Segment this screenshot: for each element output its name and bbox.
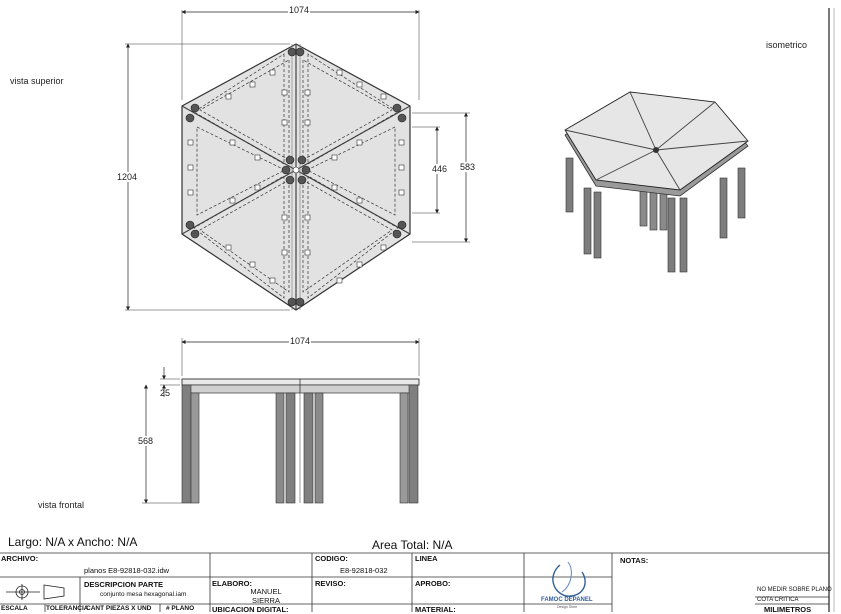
ubicacion-header: UBICACION DIGITAL: (212, 605, 289, 614)
archivo-value: planos E8-92818-032.idw (84, 566, 170, 575)
codigo-header: CODIGO: (315, 554, 348, 563)
title-block (0, 552, 829, 612)
reviso-header: REVISO: (315, 579, 346, 588)
dim-front-top: 25 (160, 388, 171, 398)
famoc-logo (552, 561, 586, 597)
elaboro-value: MANUEL SIERRA (250, 587, 282, 605)
front-view (142, 338, 420, 504)
elaboro-header: ELABORO: (212, 579, 252, 588)
dim-top-width: 1074 (288, 5, 311, 15)
cant-piezas-header: CANT PIEZAS X UND (86, 605, 152, 612)
front-view-label: vista frontal (38, 500, 85, 510)
dim-side-outer: 583 (460, 162, 476, 172)
notas-header: NOTAS: (620, 556, 649, 565)
cota-critica-note: COTA CRITICA (757, 597, 799, 603)
dim-front-height: 568 (138, 436, 154, 446)
size-summary: Largo: N/A x Ancho: N/A (8, 535, 138, 549)
isometric-view-label: isometrico (766, 40, 808, 50)
archivo-header: ARCHIVO: (1, 554, 39, 563)
top-view (125, 9, 470, 311)
tolerancia-header: TOLERANCIA (46, 605, 89, 612)
codigo-value: E8-92818-032 (340, 566, 388, 575)
area-summary: Area Total: N/A (372, 538, 453, 552)
descripcion-value: conjunto mesa hexagonal.iam (100, 591, 187, 598)
units-label: MILIMETROS (764, 605, 812, 614)
projection-symbol-icon (6, 584, 65, 600)
dim-front-width: 1074 (289, 336, 312, 346)
escala-header: ESCALA (1, 605, 28, 612)
descripcion-header: DESCRIPCION PARTE (84, 580, 164, 589)
top-view-label: vista superior (10, 76, 64, 86)
dim-side-inner: 446 (432, 164, 448, 174)
plano-header: # PLANO (166, 605, 195, 612)
dim-top-height: 1204 (117, 172, 138, 182)
linea-header: LINEA (415, 554, 438, 563)
aprobo-header: APROBO: (415, 579, 451, 588)
no-medir-note: NO MEDIR SOBRE PLANO (757, 587, 832, 593)
logo-subtitle: Design Store (557, 605, 578, 609)
logo-name: FAMOC DEPANEL (541, 597, 593, 603)
material-header: MATERIAL: (415, 605, 456, 614)
isometric-view (564, 91, 749, 273)
